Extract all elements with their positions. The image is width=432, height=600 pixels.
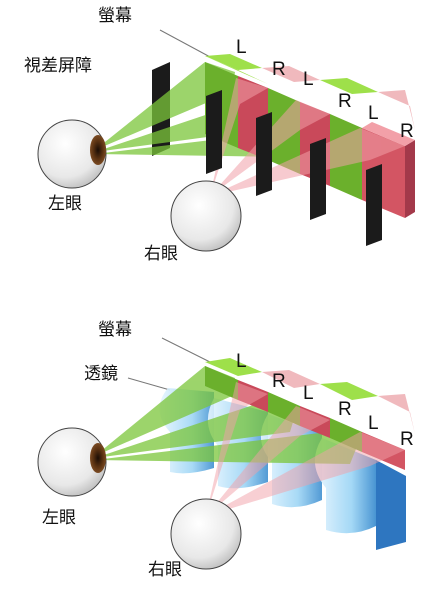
screen-label: 螢幕	[98, 6, 132, 26]
pixel-letter: R	[272, 371, 286, 392]
pixel-letter: R	[400, 121, 414, 142]
lenticular-lens-diagram	[37, 337, 415, 570]
left-eye	[37, 119, 107, 189]
pixel-L-top	[205, 54, 262, 70]
pixel-letter: L	[236, 351, 247, 372]
pixel-letter: L	[236, 37, 247, 58]
barrier-strip	[256, 112, 272, 196]
barrier-strip	[310, 138, 326, 220]
screen-leader-line	[159, 29, 213, 59]
right-eye-rays	[206, 382, 405, 516]
left-eye	[37, 427, 107, 497]
right-eye	[170, 498, 242, 570]
pixel-letter: L	[368, 103, 379, 124]
pixel-letter: L	[303, 69, 314, 90]
pixel-letter: L	[303, 383, 314, 404]
pixel-R2-top	[378, 90, 415, 130]
pixel-R-top	[262, 66, 320, 82]
parallax-barrier-diagram	[37, 29, 415, 252]
barrier-label: 視差屏障	[24, 56, 92, 76]
right-eye-label: 右眼	[148, 560, 182, 580]
pixel-letter: R	[400, 429, 414, 450]
parallax-barrier	[206, 90, 382, 246]
left-eye-label: 左眼	[48, 194, 82, 214]
pixel-letter: R	[338, 399, 352, 420]
lens-label: 透鏡	[84, 364, 118, 384]
left-eye-label: 左眼	[42, 508, 76, 528]
right-eye-label: 右眼	[144, 244, 178, 264]
pixel-L2-top	[320, 78, 378, 94]
pixel-letter: R	[338, 91, 352, 112]
left-eye-iris	[90, 135, 106, 165]
pixel-letter: L	[368, 413, 379, 434]
left-eye-iris	[90, 443, 106, 473]
barrier-strip	[206, 90, 222, 174]
pixel-L1	[205, 366, 238, 400]
screen-leader-line	[161, 337, 215, 365]
lens-leader-line	[127, 377, 171, 391]
screen-label: 螢幕	[98, 320, 132, 340]
lens	[376, 460, 406, 550]
right-eye	[170, 180, 242, 252]
pixel-letter: R	[272, 59, 286, 80]
barrier-strip	[366, 164, 382, 246]
